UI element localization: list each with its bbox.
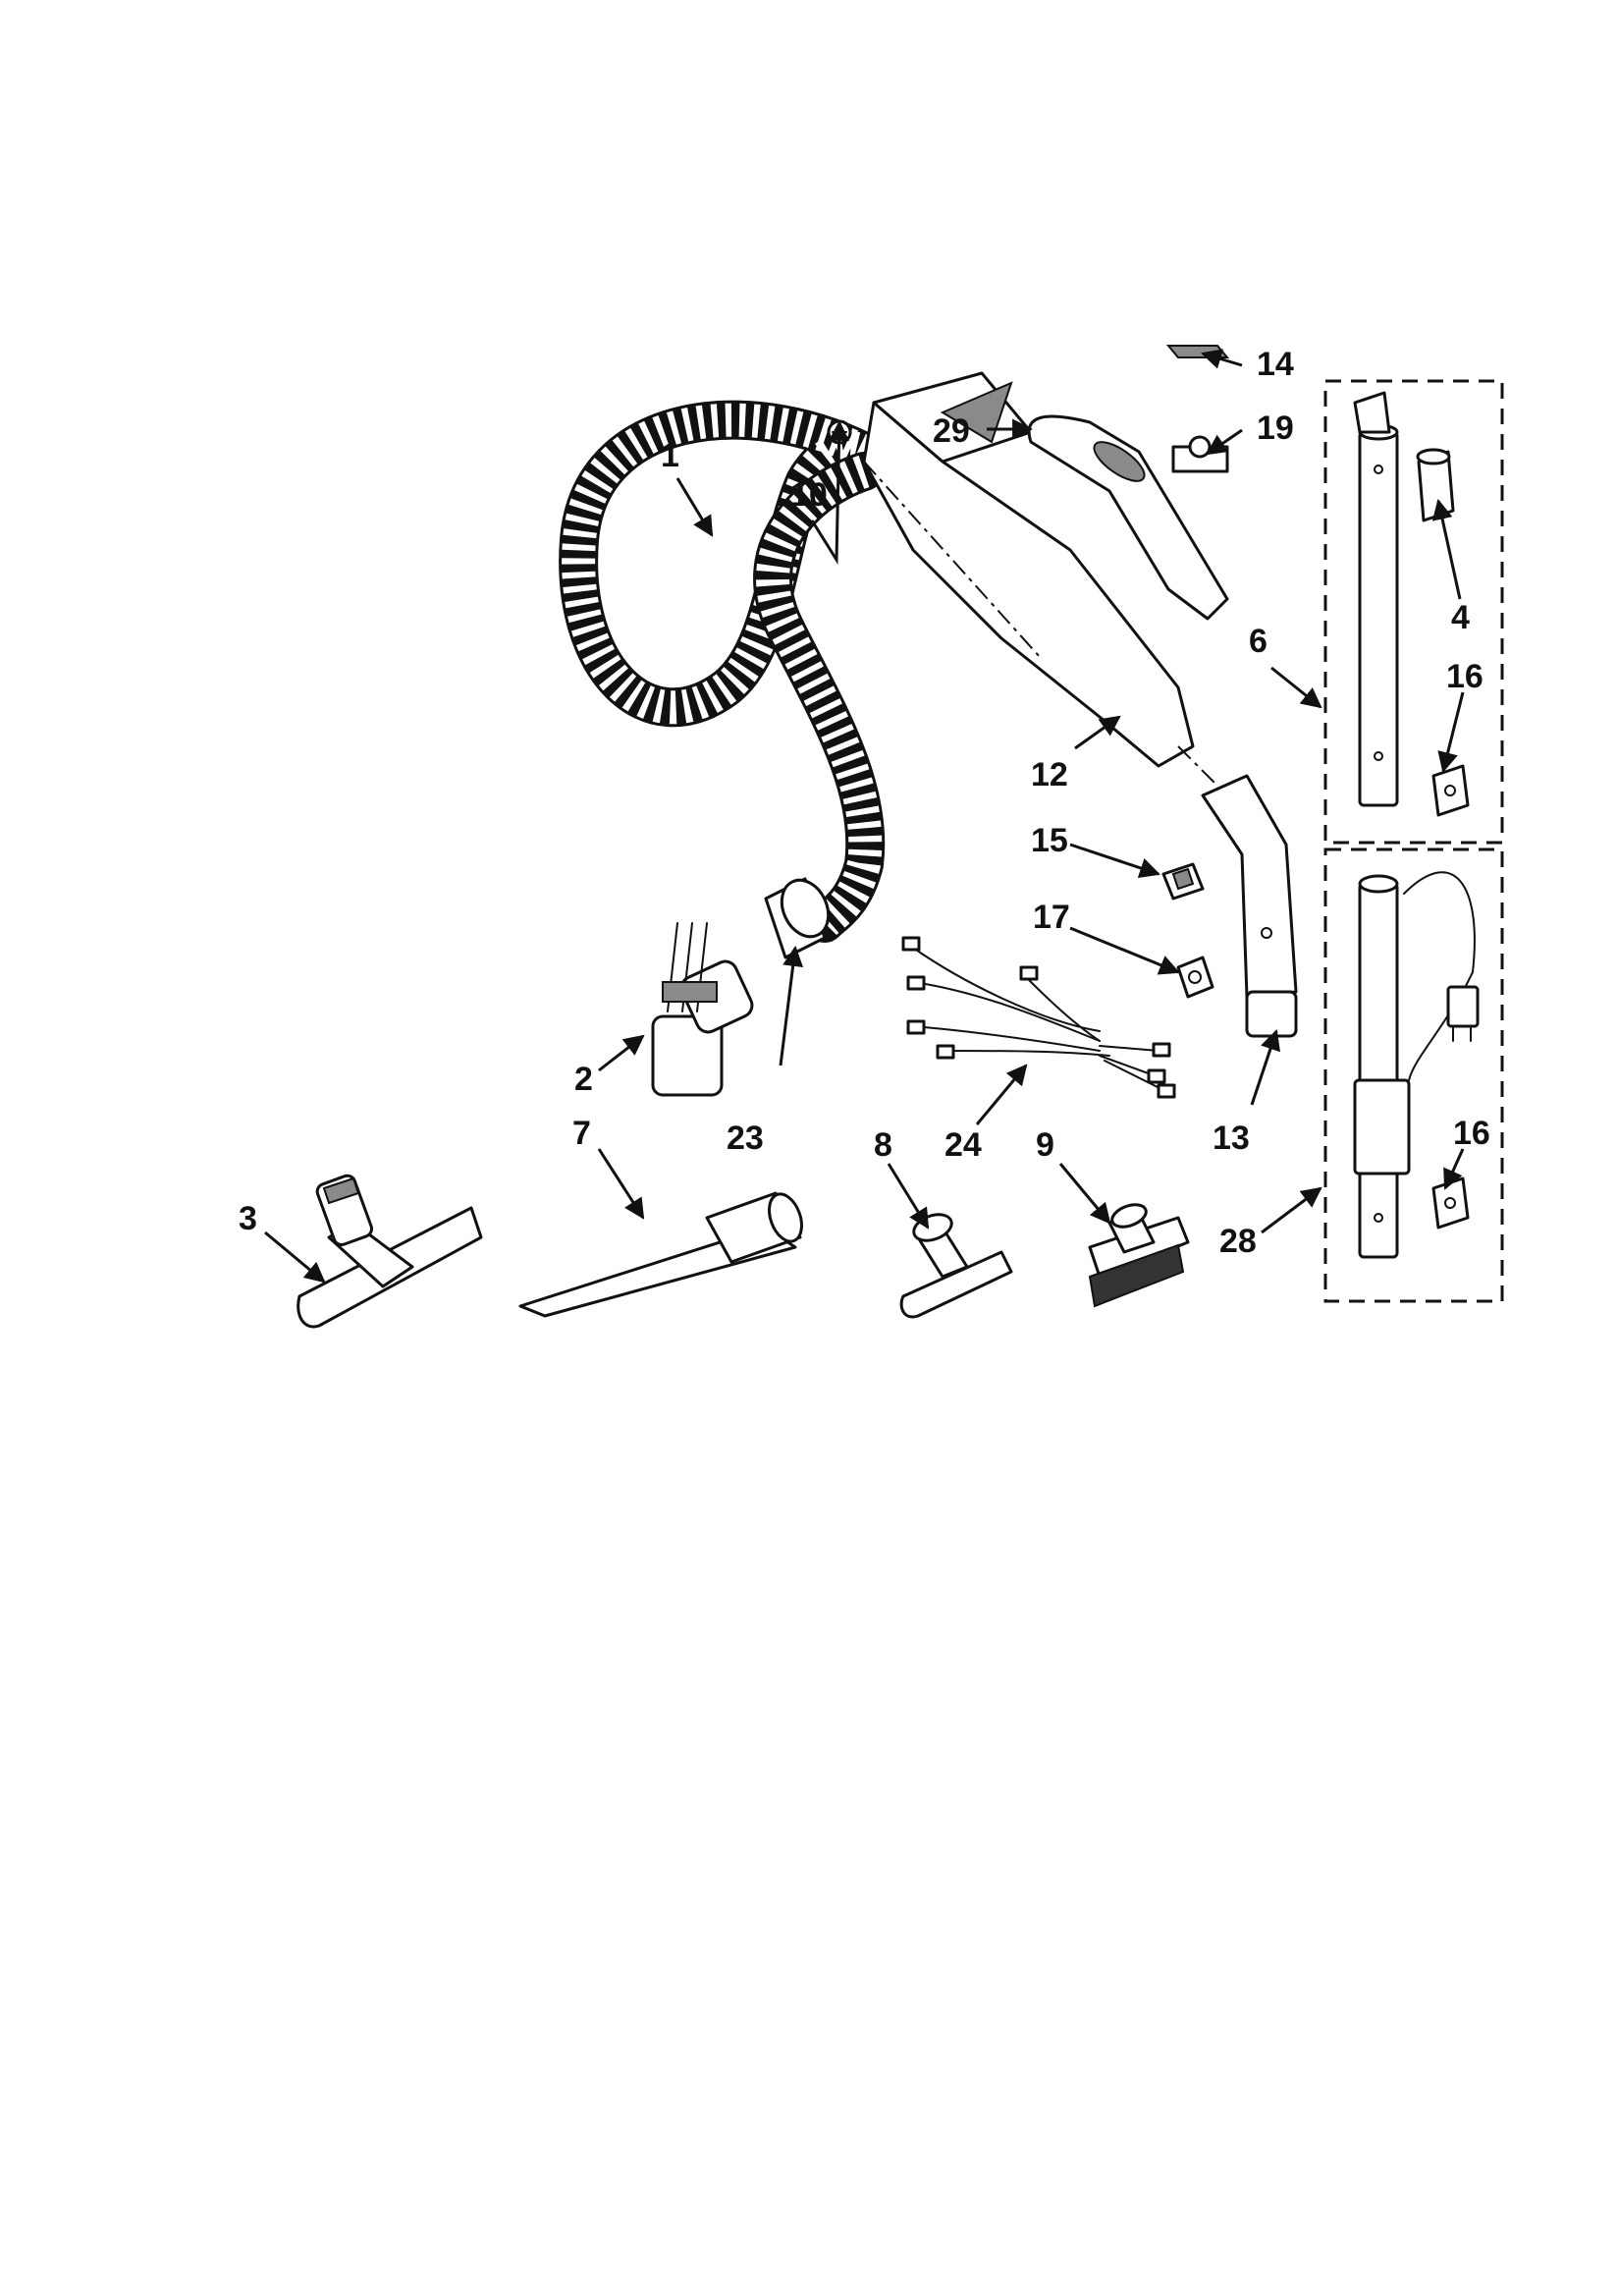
upholstery-tool-part <box>899 1213 1013 1319</box>
label-part-7: 7 <box>572 1115 591 1152</box>
label-part-10: 10 <box>790 476 828 514</box>
wand-latch-lower-part <box>1431 1176 1470 1230</box>
label-part-1: 1 <box>661 437 679 474</box>
switch-cover-part <box>1165 345 1230 358</box>
label-part-6: 6 <box>1249 623 1267 660</box>
label-part-16-upper: 16 <box>1446 658 1483 695</box>
wand-lower-group-box <box>1323 847 1504 1303</box>
part-number-labels: 1 2 3 4 6 7 8 9 10 12 13 14 15 16 16 17 … <box>239 346 1490 1260</box>
label-part-29: 29 <box>933 412 970 450</box>
leader-arrows <box>264 349 1465 1284</box>
label-part-12: 12 <box>1031 756 1068 793</box>
handle-lower-part <box>862 371 1195 768</box>
upper-wand-part <box>1353 391 1399 807</box>
label-part-16-lower: 16 <box>1453 1115 1490 1152</box>
wire-harness-part <box>901 936 1176 1099</box>
label-part-24: 24 <box>944 1126 982 1164</box>
label-part-13: 13 <box>1213 1120 1250 1157</box>
clip-part <box>1161 862 1205 901</box>
wand-latch-upper-part <box>1431 764 1470 817</box>
label-part-15: 15 <box>1031 822 1068 859</box>
latch-part <box>1176 956 1214 999</box>
hose-part <box>559 400 886 943</box>
label-part-2: 2 <box>574 1061 593 1098</box>
dusting-brush-part <box>1088 1203 1190 1308</box>
cord-plug-part <box>1403 871 1480 1081</box>
wand-sleeve-part <box>1416 448 1455 522</box>
elbow-tube-part <box>1201 774 1298 1038</box>
label-part-9: 9 <box>1036 1126 1054 1164</box>
hose-connector-part <box>651 922 754 1097</box>
label-part-28: 28 <box>1219 1223 1257 1260</box>
label-part-4: 4 <box>1451 599 1470 636</box>
lower-wand-part <box>1353 874 1411 1259</box>
wand-upper-group-box <box>1323 379 1504 845</box>
label-part-17: 17 <box>1033 899 1070 936</box>
switch-part <box>1171 435 1229 473</box>
label-part-19: 19 <box>1257 410 1294 447</box>
label-part-23: 23 <box>727 1120 764 1157</box>
swivel-cuff-part <box>764 877 831 959</box>
label-part-14: 14 <box>1257 346 1294 383</box>
crevice-tool-part <box>518 1191 803 1318</box>
floor-tool-part <box>297 1174 483 1329</box>
label-part-8: 8 <box>874 1126 892 1164</box>
label-part-3: 3 <box>239 1200 257 1237</box>
